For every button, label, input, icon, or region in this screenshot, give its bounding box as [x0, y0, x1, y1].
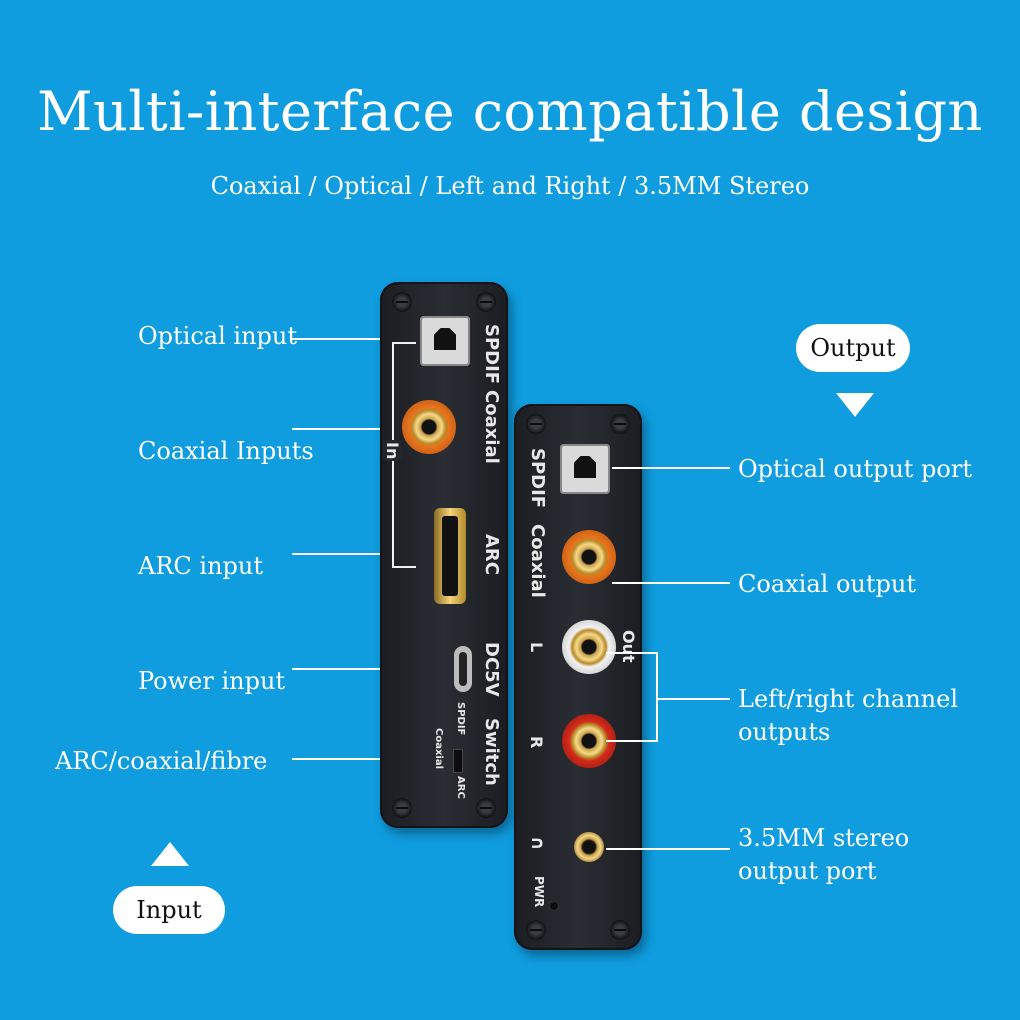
label-coaxial-inputs: Coaxial Inputs: [138, 437, 314, 465]
output-pwr-label: PWR: [532, 876, 546, 908]
input-coaxial-label: Coaxial: [481, 390, 502, 464]
leader-line-right-channel: [606, 740, 658, 742]
page-subtitle: Coaxial / Optical / Left and Right / 3.5…: [210, 172, 810, 200]
output-l-label: L: [527, 642, 546, 653]
output-r-label: R: [527, 736, 546, 749]
output-badge: Output: [796, 324, 910, 372]
output-coaxial-label: Coaxial: [527, 524, 548, 598]
switch-spdif-label: SPDIF: [455, 702, 466, 736]
label-optical-output: Optical output port: [738, 455, 972, 483]
leader-line-left-channel: [606, 652, 658, 654]
label-optical-input: Optical input: [138, 322, 298, 350]
leader-line-lr-vertical: [656, 652, 658, 742]
label-stereo-line2: output port: [738, 857, 877, 885]
mode-switch-icon: [454, 750, 462, 772]
leader-line-coaxial-input: [292, 428, 412, 430]
power-led-icon: [550, 902, 558, 910]
screw-icon: [610, 920, 630, 940]
leader-line-switch: [292, 758, 422, 760]
screw-icon: [476, 292, 496, 312]
switch-arc-label: ARC: [455, 776, 466, 799]
leader-line-optical-output-stub: [612, 467, 630, 469]
label-lr-line2: outputs: [738, 718, 831, 746]
leader-line-optical-output: [630, 467, 730, 469]
output-device-panel: SPDIF Coaxial L Out R ∩ PWR: [514, 404, 642, 950]
screw-icon: [526, 920, 546, 940]
output-spdif-label: SPDIF: [527, 448, 548, 509]
screw-icon: [526, 414, 546, 434]
input-dc5v-label: DC5V: [481, 642, 502, 697]
screw-icon: [610, 414, 630, 434]
label-stereo-line1: 3.5MM stereo: [738, 824, 910, 852]
coaxial-input-jack-icon: [402, 400, 456, 454]
optical-output-port-icon: [560, 444, 610, 494]
input-badge: Input: [113, 886, 225, 934]
screw-icon: [476, 798, 496, 818]
leader-line-lr-output: [656, 698, 730, 700]
label-arc-input: ARC input: [138, 552, 263, 580]
label-switch: ARC/coaxial/fibre: [55, 747, 268, 775]
triangle-down-icon: [836, 393, 874, 417]
leader-line-power-input: [292, 668, 432, 670]
triangle-up-icon: [151, 842, 189, 866]
screw-icon: [392, 798, 412, 818]
leader-line-coaxial-output: [612, 582, 730, 584]
stereo-3-5mm-jack-icon: [574, 832, 604, 862]
label-power-input: Power input: [138, 667, 286, 695]
left-channel-jack-icon: [562, 620, 616, 674]
screw-icon: [392, 292, 412, 312]
input-in-label: In: [383, 440, 402, 462]
page-title: Multi-interface compatible design: [37, 80, 983, 143]
input-arc-label: ARC: [481, 534, 502, 576]
label-lr-line1: Left/right channel: [738, 685, 958, 713]
input-device-panel: SPDIF Coaxial In ARC DC5V Coaxial SPDIF …: [380, 282, 508, 828]
leader-line-stereo-output: [606, 848, 730, 850]
leader-line-optical-input: [292, 338, 432, 340]
optical-input-port-icon: [420, 316, 470, 366]
input-switch-label: Switch: [481, 718, 502, 786]
leader-line-arc-input: [292, 553, 432, 555]
hdmi-arc-port-icon: [434, 508, 466, 604]
switch-coaxial-label: Coaxial: [433, 728, 444, 770]
input-spdif-label: SPDIF: [481, 324, 502, 385]
label-coaxial-output: Coaxial output: [738, 570, 916, 598]
output-out-label: Out: [619, 630, 638, 663]
coaxial-output-jack-icon: [562, 530, 616, 584]
headphone-icon: ∩: [527, 836, 548, 851]
usb-power-port-icon: [454, 646, 472, 692]
